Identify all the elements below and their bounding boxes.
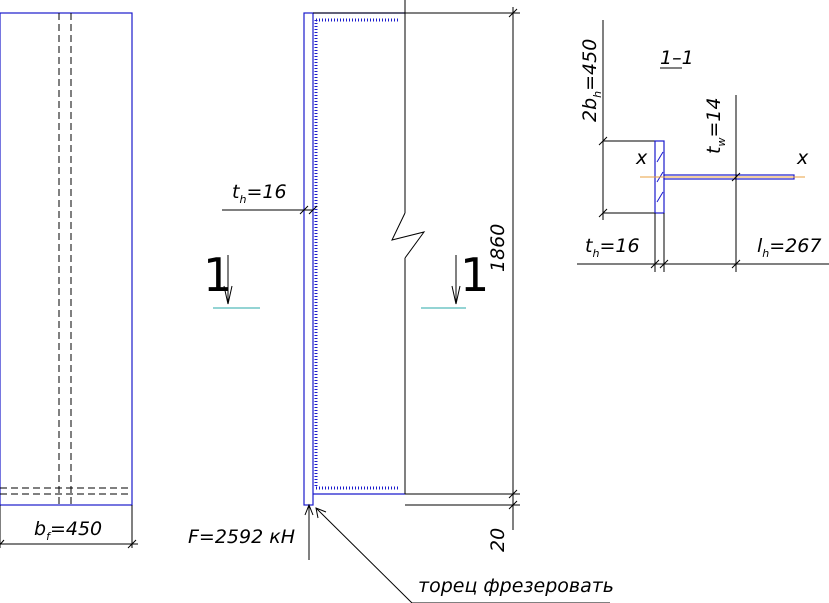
section-title: 1–1: [660, 47, 694, 69]
milling-note: торец фрезеровать: [418, 575, 614, 597]
th-left-label: th=16: [232, 181, 287, 206]
section-arrow-left-head: [223, 285, 233, 305]
bf-dimension-label: bf=450: [34, 518, 102, 543]
twobh-tick-bottom: [598, 208, 608, 218]
height-tick-mid: [508, 489, 518, 499]
lh-dimension-label: lh=267: [757, 235, 821, 260]
th-tick-right: [308, 205, 318, 215]
section-arrow-right-head: [451, 285, 461, 305]
height-tick-bottom: [508, 500, 518, 510]
break-symbol: [391, 212, 426, 259]
th-tick-a: [650, 259, 660, 269]
flange-outline: [0, 12, 133, 506]
bottom-dimension-label: 20: [487, 528, 509, 552]
axis-x-left-label: x: [635, 147, 648, 169]
axis-x-right-label: x: [796, 147, 809, 169]
force-arrowhead: [304, 503, 314, 516]
force-label: F=2592 кН: [188, 526, 295, 548]
height-dimension-label: 1860: [487, 224, 509, 272]
lh-tick: [731, 259, 741, 269]
flange-front-view: [0, 12, 138, 549]
th-tick-b: [659, 259, 669, 269]
th-right-label: th=16: [585, 235, 640, 260]
hatch-3: [656, 191, 664, 203]
stiffener-plate: [303, 12, 314, 506]
note-leader-arrowhead: [315, 507, 327, 519]
hatch-1: [656, 151, 664, 163]
bf-tick-left: [0, 539, 5, 546]
tw-tick: [731, 172, 741, 182]
note-leader: [315, 507, 413, 603]
height-tick-top: [508, 8, 518, 18]
th-tick-left: [299, 205, 309, 215]
section-view: [577, 20, 829, 272]
section-label-right: 1: [460, 248, 489, 302]
twobh-tick-top: [598, 136, 608, 146]
twobh-dimension-label: 2bh=450: [579, 39, 604, 122]
tw-dimension-label: tw=14: [703, 97, 728, 154]
section-label-left: 1: [203, 248, 232, 302]
stiffener-side-view: [213, 0, 610, 603]
bf-tick-right: [127, 539, 137, 549]
